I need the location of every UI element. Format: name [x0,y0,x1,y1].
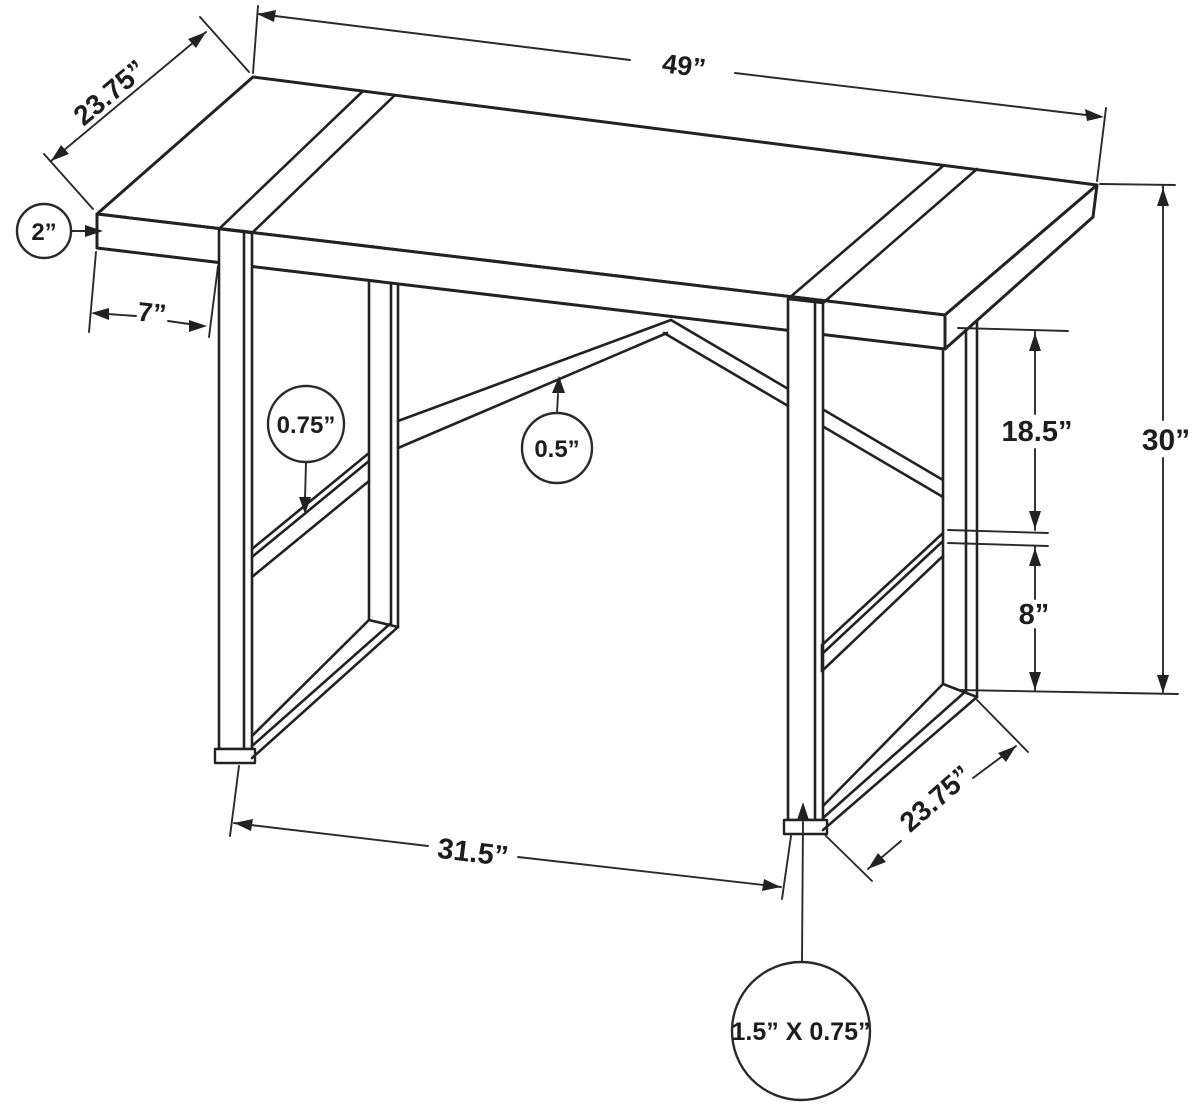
arrowhead-left-icon [91,308,109,320]
arrowhead-down-icon [1029,511,1041,529]
left-leg-top-rail-line [217,90,364,231]
leader-line [556,393,559,414]
extension-line [1096,107,1107,182]
right-foot-rail-mid [821,689,968,820]
callout-circle [730,960,872,1102]
extension-line [252,5,259,74]
dim-shelf-to-floor: 8” [947,542,1179,695]
left-shelf-bottom [250,479,371,579]
dim-line [106,313,137,317]
dim-label-shelf-thickness: 0.75” [277,412,336,439]
extension-line [947,529,1049,534]
desktop-end-face [943,183,1099,351]
center-brace [396,318,945,499]
extension-line [229,765,240,837]
callout-top-thickness: 2” [15,202,103,260]
left-foot-rail-top [250,618,371,738]
dim-top-to-shelf: 18.5” [947,327,1073,534]
dim-line [734,72,1087,116]
extension-line [88,251,97,333]
arrowhead-down-icon [1029,672,1041,690]
right-front-foot-pad [782,818,829,836]
arrowhead-up-icon [1157,188,1169,206]
left-front-foot-pad [213,747,257,765]
extension-line [947,542,1049,547]
arrowhead-up-right-icon [998,746,1016,762]
left-front-post [217,227,254,751]
left-foot-rail-endcap [367,618,400,629]
dim-label-top-width: 49” [660,48,707,83]
dim-label-leg-profile: 1.5” X 0.75” [732,1018,871,1046]
left-shelf-top-back [250,451,371,551]
desktop [95,75,1099,351]
extension-line [43,153,94,210]
extension-line [199,16,250,73]
left-leg-top-rail-line [250,94,396,235]
right-shelf-top-front [820,539,945,656]
extension-line [957,689,1179,695]
dim-label-base-depth: 23.75” [894,759,978,838]
dim-label-brace-thickness: 0.5” [534,436,579,463]
dim-line [258,13,631,61]
right-foot-rail-bottom [821,695,979,832]
callout-brace-thickness: 0.5” [520,376,594,485]
arrowhead-up-icon [1029,333,1041,351]
right-shelf-top-back [820,531,945,647]
arrowhead-right-icon [189,320,207,332]
left-leg [213,227,400,765]
right-leg [782,297,979,836]
arrowhead-right-icon [85,225,103,237]
leader-line [801,821,804,962]
callout-leg-profile: 1.5” X 0.75” [730,802,872,1102]
dim-line [233,822,429,847]
right-foot-rail-top [821,682,945,808]
arrowhead-down-left-icon [868,853,886,869]
dim-line [50,31,207,162]
dim-label-top-thickness: 2” [31,219,56,246]
leader-line [304,461,307,500]
dim-label-shelf-to-floor: 8” [1019,599,1050,631]
left-shelf-top-front [250,459,371,559]
brace-left-arm-lower [396,331,669,450]
right-shelf-bottom [820,554,945,673]
callout-shelf-thickness: 0.75” [266,384,346,514]
extension-line [208,265,219,338]
dim-line [517,856,782,888]
dim-line [167,320,190,325]
dim-overall-height: 30” [1099,183,1190,693]
dim-overhang: 7” [88,251,219,338]
extension-line [823,833,873,882]
extension-line [781,835,792,900]
dim-label-foot-span: 31.5” [436,833,510,873]
right-front-post [786,297,825,822]
arrowhead-up-icon [552,376,565,393]
dim-label-overall-height: 30” [1142,424,1190,457]
arrowhead-up-icon [797,802,809,820]
dim-label-overhang: 7” [136,297,168,330]
arrowhead-up-icon [1029,548,1041,566]
arrowhead-right-icon [762,879,781,891]
arrowhead-down-icon [51,145,69,161]
arrowhead-down-icon [1157,675,1169,693]
arrowhead-left-icon [234,819,253,831]
right-leg-top-rail-line [786,164,945,301]
arrowhead-up-icon [188,32,206,48]
extension-line [1099,183,1176,186]
extension-line [976,699,1029,753]
left-foot-rail-bottom [250,625,400,760]
dim-foot-span: 31.5” [229,765,792,900]
dim-label-top-to-shelf: 18.5” [1002,416,1073,448]
dim-label-top-depth: 23.75” [68,54,152,132]
arrowhead-left-icon [257,10,276,22]
arrowhead-right-icon [1085,109,1104,121]
dim-top-width: 49” [252,5,1107,182]
extension-line [957,327,1069,332]
brace-left-arm-upper [396,318,673,423]
arrowhead-down-icon [299,497,311,514]
right-leg-top-rail-line [821,167,979,305]
left-foot-rail-mid [250,621,393,748]
